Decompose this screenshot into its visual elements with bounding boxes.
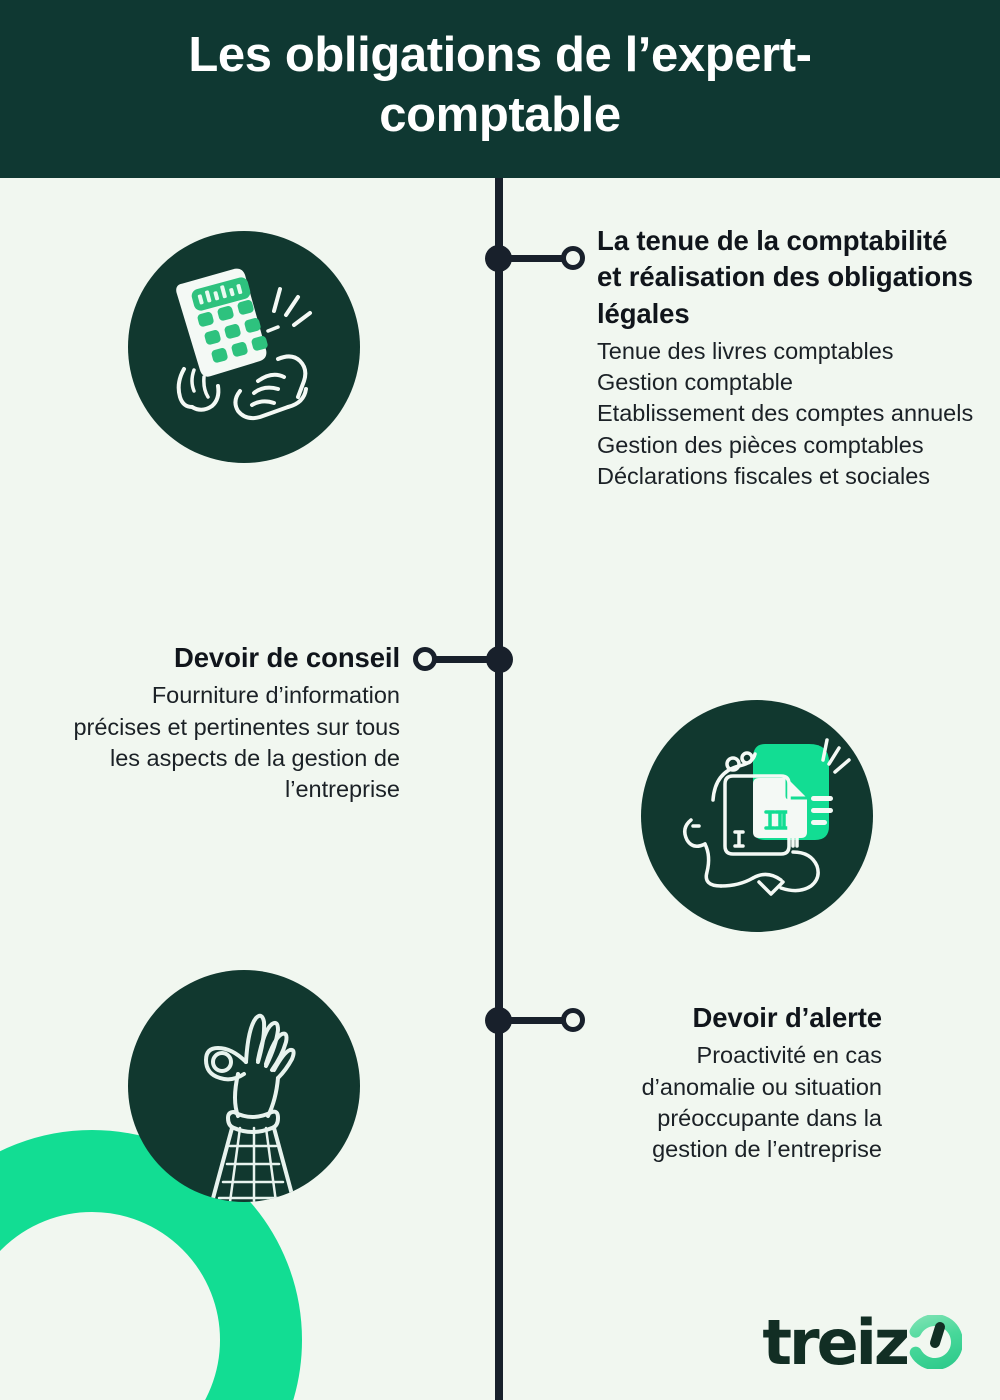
logo-wordmark: treiz: [762, 1306, 910, 1380]
timeline-dot-icon: [486, 646, 513, 673]
timeline-ring-icon: [561, 246, 585, 270]
section-list: Tenue des livres comptables Gestion comp…: [597, 336, 977, 492]
section-title: La tenue de la comptabilité et réalisati…: [597, 225, 973, 329]
calculator-hands-icon: [128, 231, 360, 463]
treizo-logo[interactable]: treiz: [762, 1306, 963, 1380]
section-tenue-comptabilite: La tenue de la comptabilité et réalisati…: [597, 223, 977, 492]
section-body: Proactivité en cas d’anomalie ou situati…: [641, 1042, 882, 1163]
header-banner: Les obligations de l’expert-comptable: [0, 0, 1000, 178]
section-body: Fourniture d’information précises et per…: [73, 682, 400, 803]
ring-check-icon: [906, 1314, 963, 1371]
raised-hand-icon: [128, 970, 360, 1202]
section-title: Devoir d’alerte: [692, 1002, 882, 1033]
section-title: Devoir de conseil: [173, 642, 400, 673]
timeline-connector: [507, 1017, 563, 1024]
page-title: Les obligations de l’expert-comptable: [188, 28, 812, 142]
list-item: Gestion des pièces comptables: [597, 431, 924, 458]
section-devoir-d-alerte: Devoir d’alerte Proactivité en cas d’ano…: [610, 1000, 882, 1165]
section-devoir-de-conseil: Devoir de conseil Fourniture d’informati…: [62, 640, 400, 805]
list-item: Tenue des livres comptables: [597, 337, 894, 364]
list-item: Gestion comptable: [597, 369, 793, 396]
documents-person-icon: [641, 700, 873, 932]
timeline-connector: [433, 656, 493, 663]
list-item: Etablissement des comptes annuels: [597, 400, 974, 427]
timeline-ring-icon: [561, 1008, 585, 1032]
timeline-spine: [495, 178, 503, 1400]
timeline-connector: [507, 255, 563, 262]
list-item: Déclarations fiscales et sociales: [597, 462, 931, 489]
